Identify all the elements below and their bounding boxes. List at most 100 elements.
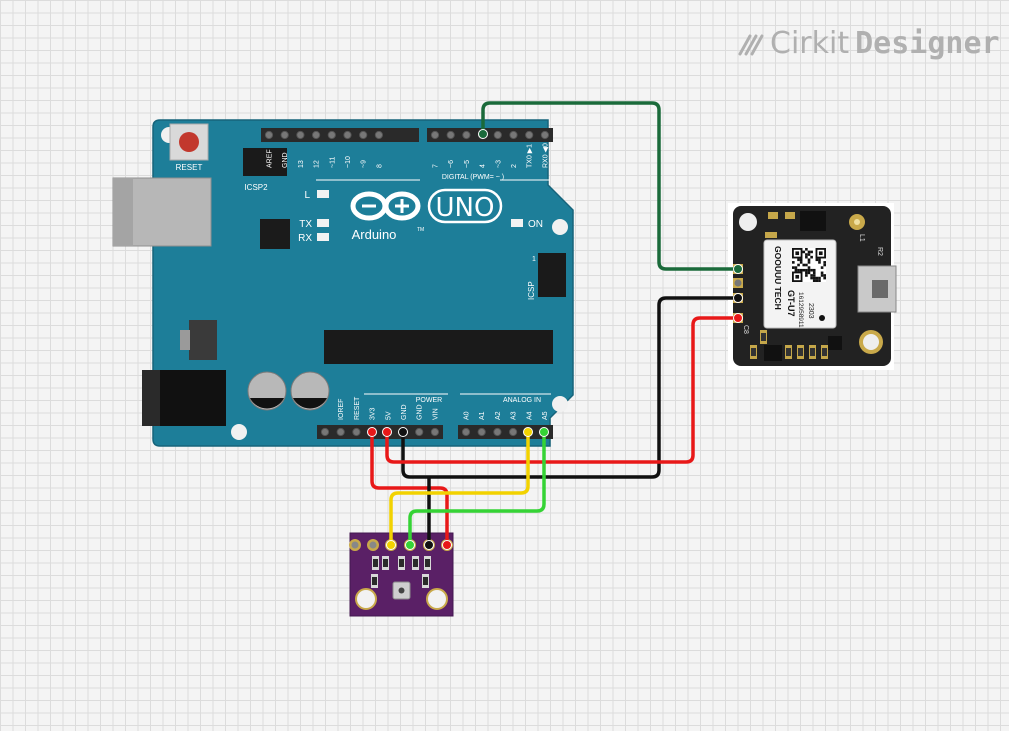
brand-product: Designer [855,26,1000,61]
digital-pin[interactable] [264,130,274,140]
digital-pin[interactable] [446,130,455,140]
reset-button[interactable] [179,132,199,152]
qr-cell [823,276,826,280]
ufl-center [854,219,860,225]
digital-pin[interactable] [374,130,383,140]
power-header [317,425,443,439]
power-pin[interactable] [336,427,345,437]
power-pin[interactable] [352,427,361,437]
qr-cell [815,258,819,262]
digital-pin[interactable] [343,130,352,140]
digital-pin-label: ~11 [329,157,336,168]
led-rx [317,233,329,241]
wires[interactable] [370,101,738,545]
qr-finder-core [795,251,800,256]
qr-finder-core [818,251,823,256]
digital-pin[interactable] [525,130,534,140]
usb-chip [260,219,290,249]
digital-pin[interactable] [540,130,550,140]
qr-cell [810,274,813,277]
gps-model: GT-U7 [786,290,796,317]
sensor-smd-parts [371,556,431,588]
wire-a4-to-sensor-sda[interactable] [389,432,530,545]
smd-body [372,577,377,585]
analog-header [458,425,553,439]
digital-pin[interactable] [430,130,440,140]
micro-usb-port [872,280,888,298]
sensor-pin[interactable] [351,541,359,549]
digital-pin[interactable] [359,130,368,140]
digital-pin[interactable] [296,130,305,140]
qr-cell [812,268,816,272]
digital-pin-label: ~10 [345,156,352,168]
led-tx-label: TX [299,219,312,230]
digital-pin[interactable] [493,130,502,140]
wire-gnd-to-gps-gnd[interactable] [401,296,738,479]
qr-cell [812,276,816,280]
smd-body [761,333,766,341]
voltage-regulator [189,320,217,360]
arduino-uno-board[interactable]: RESET ICSP2 L TX RX ON UNO Arduino TM 1 … [112,119,574,447]
smd-body [413,559,418,567]
qr-cell [810,255,813,259]
sensor-mount-hole [355,588,377,610]
qr-cell [797,258,800,262]
digital-pin-label: ~3 [495,160,502,168]
qr-cell [799,268,803,272]
gps-module-gt-u7[interactable]: R2 L1 C8 GOOUUU TECH GT-U7 1612958911 23… [728,203,897,370]
digital-label: DIGITAL (PWM= ~ ) [442,174,504,181]
power-pin-label: 3V3 [370,407,377,420]
qr-cell [810,250,813,254]
qr-cell [820,266,824,269]
analog-pin[interactable] [493,427,502,437]
qr-cell [818,279,821,282]
qr-cell [807,268,811,272]
pressure-sensor-module[interactable] [349,532,454,617]
smd-component [768,212,778,219]
digital-pin-label: 2 [511,164,518,168]
gps-bottom-components [750,330,828,359]
analog-pin[interactable] [477,427,486,437]
wire-endpoint [405,540,415,550]
qr-cell [810,276,813,280]
wire-a5-to-sensor-scl[interactable] [408,432,546,545]
uno-badge [427,188,503,224]
qr-cell [815,276,819,280]
digital-pin[interactable] [312,130,321,140]
analog-pin[interactable] [461,427,471,437]
smd-body [425,559,430,567]
digital-pin[interactable] [509,130,518,140]
digital-pin[interactable] [327,130,336,140]
digital-pin-label: 7 [433,164,440,168]
digital-pin-label: TX0 ▶1 [527,144,534,168]
digital-pin-label: 13 [298,160,305,168]
smd-component [765,232,777,238]
gps-pin-rx[interactable] [734,279,742,287]
dc-jack-front [142,370,160,426]
reset-label: RESET [176,163,203,172]
power-label: POWER [416,397,442,404]
digital-pin[interactable] [462,130,471,140]
led-l-label: L [304,190,310,201]
wire-5v-to-gps-vcc[interactable] [385,316,738,464]
led-tx [317,219,329,227]
qr-cell [812,271,816,275]
qr-cell [802,263,806,267]
qr-cell [807,253,811,256]
power-pin-nc[interactable] [320,427,330,437]
power-pin[interactable] [430,427,439,437]
led-l [317,190,329,198]
power-pin-label: GND [401,404,408,420]
gps-eeprom [800,211,826,231]
digital-pin[interactable] [280,130,289,140]
analog-pin[interactable] [508,427,518,437]
wire-d4-to-gps-tx[interactable] [481,101,738,271]
uno-model-text: UNO [436,193,495,223]
qr-cell [799,258,803,262]
sensor-pin[interactable] [369,541,377,549]
qr-cell [794,266,798,269]
qr-cell [807,258,811,262]
qr-cell [805,253,808,256]
power-pin[interactable] [415,427,424,437]
